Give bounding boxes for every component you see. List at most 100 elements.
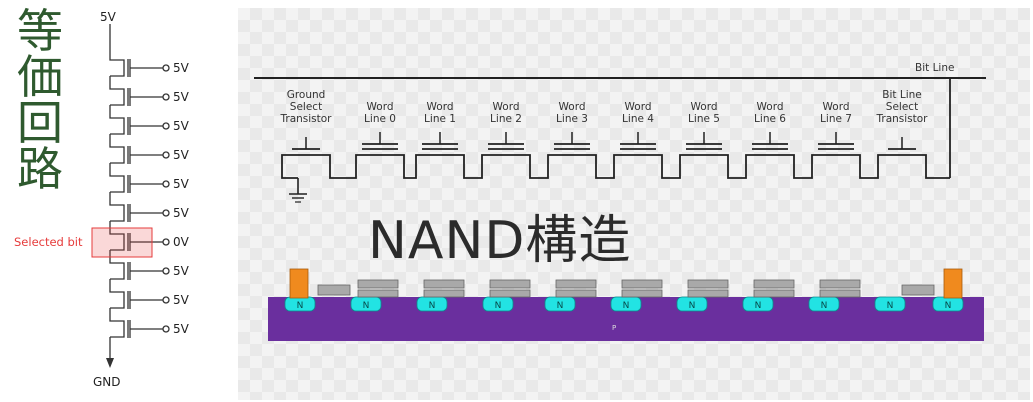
gate-terminal [162,238,170,246]
n-diffusion [874,296,906,312]
floating-gate [423,289,465,298]
ground-arrow [106,358,114,368]
gate-voltage-label: 5V [173,293,190,307]
word-line-label: Word [367,101,394,113]
word-line-label: Line 4 [622,113,654,125]
bit-line-label: Bit Line [915,62,954,74]
transistor-channel [109,57,125,77]
word-line-label: Word [691,101,718,113]
diffusion-label: N [945,301,952,311]
word-line-label: Word [823,101,850,113]
transistor-channel [109,250,125,280]
gate-voltage-label: 5V [173,61,190,75]
control-gate [357,279,399,289]
gate-terminal [162,122,170,130]
diffusion-label: N [363,301,370,311]
substrate-label: P [612,324,616,332]
word-line-label: Line 1 [424,113,456,125]
word-line-label: Bit Line [882,89,921,101]
diffusion-label: N [297,301,304,311]
floating-gate [819,289,861,298]
word-line-label: Word [757,101,784,113]
control-gate [555,279,597,289]
transistor-channel [109,279,125,309]
control-gate [423,279,465,289]
gate-voltage-label: 0V [173,235,190,249]
word-line-label: Select [886,101,918,113]
transistor-channel [109,163,125,193]
word-line-label: Word [559,101,586,113]
gate-terminal [162,325,170,333]
gate-voltage-label: 5V [173,177,190,191]
gate-voltage-label: 5V [173,119,190,133]
word-line-label: Line 3 [556,113,588,125]
transistor-channel [109,192,125,222]
nand-structure-title: NAND構造 [368,211,632,271]
gate-terminal [162,296,170,304]
gate-voltage-label: 5V [173,148,190,162]
word-line-label: Transistor [280,113,333,125]
word-line-label: Word [493,101,520,113]
diffusion-label: N [623,301,630,311]
gate-terminal [162,267,170,275]
word-line-label: Ground [287,89,326,101]
floating-gate [687,289,729,298]
gate-terminal [162,209,170,217]
title-char: 価 [17,50,63,104]
control-gate [489,279,531,289]
word-line-label: Transistor [876,113,929,125]
control-gate [687,279,729,289]
word-line-label: Select [290,101,322,113]
word-line-label: Word [427,101,454,113]
gate-terminal [162,151,170,159]
word-line-label: Line 7 [820,113,852,125]
ground-select-gate [317,284,351,296]
gate-voltage-label: 5V [173,206,190,220]
string-channel [281,154,950,179]
ground-label: GND [93,375,121,389]
control-gate [753,279,795,289]
word-line-label: Word [625,101,652,113]
gate-terminal [162,64,170,72]
title-char: 回 [17,96,63,150]
transistor-channel [109,221,125,251]
diffusion-label: N [755,301,762,311]
title-char: 等 [17,4,63,58]
diffusion-label: N [689,301,696,311]
word-line-label: Line 2 [490,113,522,125]
diffusion-label: N [821,301,828,311]
bit-line-select-gate [901,284,935,296]
source-contact [289,268,309,299]
gate-terminal [162,93,170,101]
diffusion-label: N [429,301,436,311]
gate-voltage-label: 5V [173,264,190,278]
diffusion-label: N [557,301,564,311]
selected-bit-highlight [91,227,153,258]
drain-contact [943,268,963,299]
transistor-channel [109,308,125,338]
transistor-channel [109,76,125,106]
gate-terminal [162,180,170,188]
gate-voltage-label: 5V [173,322,190,336]
supply-voltage-label: 5V [100,10,117,24]
diffusion-label: N [495,301,502,311]
transistor-channel [109,105,125,135]
floating-gate [621,289,663,298]
floating-gate [489,289,531,298]
transistor-channel [109,134,125,164]
equivalent-circuit-diagram: 5V 5V 5V 5V 5V 5V 5V 0V 5V 5V 5V GND Selected bit [14,10,190,389]
equivalent-circuit-title: 等 価 回 路 [8,8,72,192]
selected-bit-label: Selected bit [14,235,83,249]
gate-voltage-label: 5V [173,90,190,104]
word-line-label: Line 0 [364,113,396,125]
title-char: 路 [17,142,63,196]
word-line-label: Line 5 [688,113,720,125]
word-line-label: Line 6 [754,113,786,125]
control-gate [621,279,663,289]
diffusion-label: N [887,301,894,311]
floating-gate [357,289,399,298]
floating-gate [555,289,597,298]
floating-gate [753,289,795,298]
